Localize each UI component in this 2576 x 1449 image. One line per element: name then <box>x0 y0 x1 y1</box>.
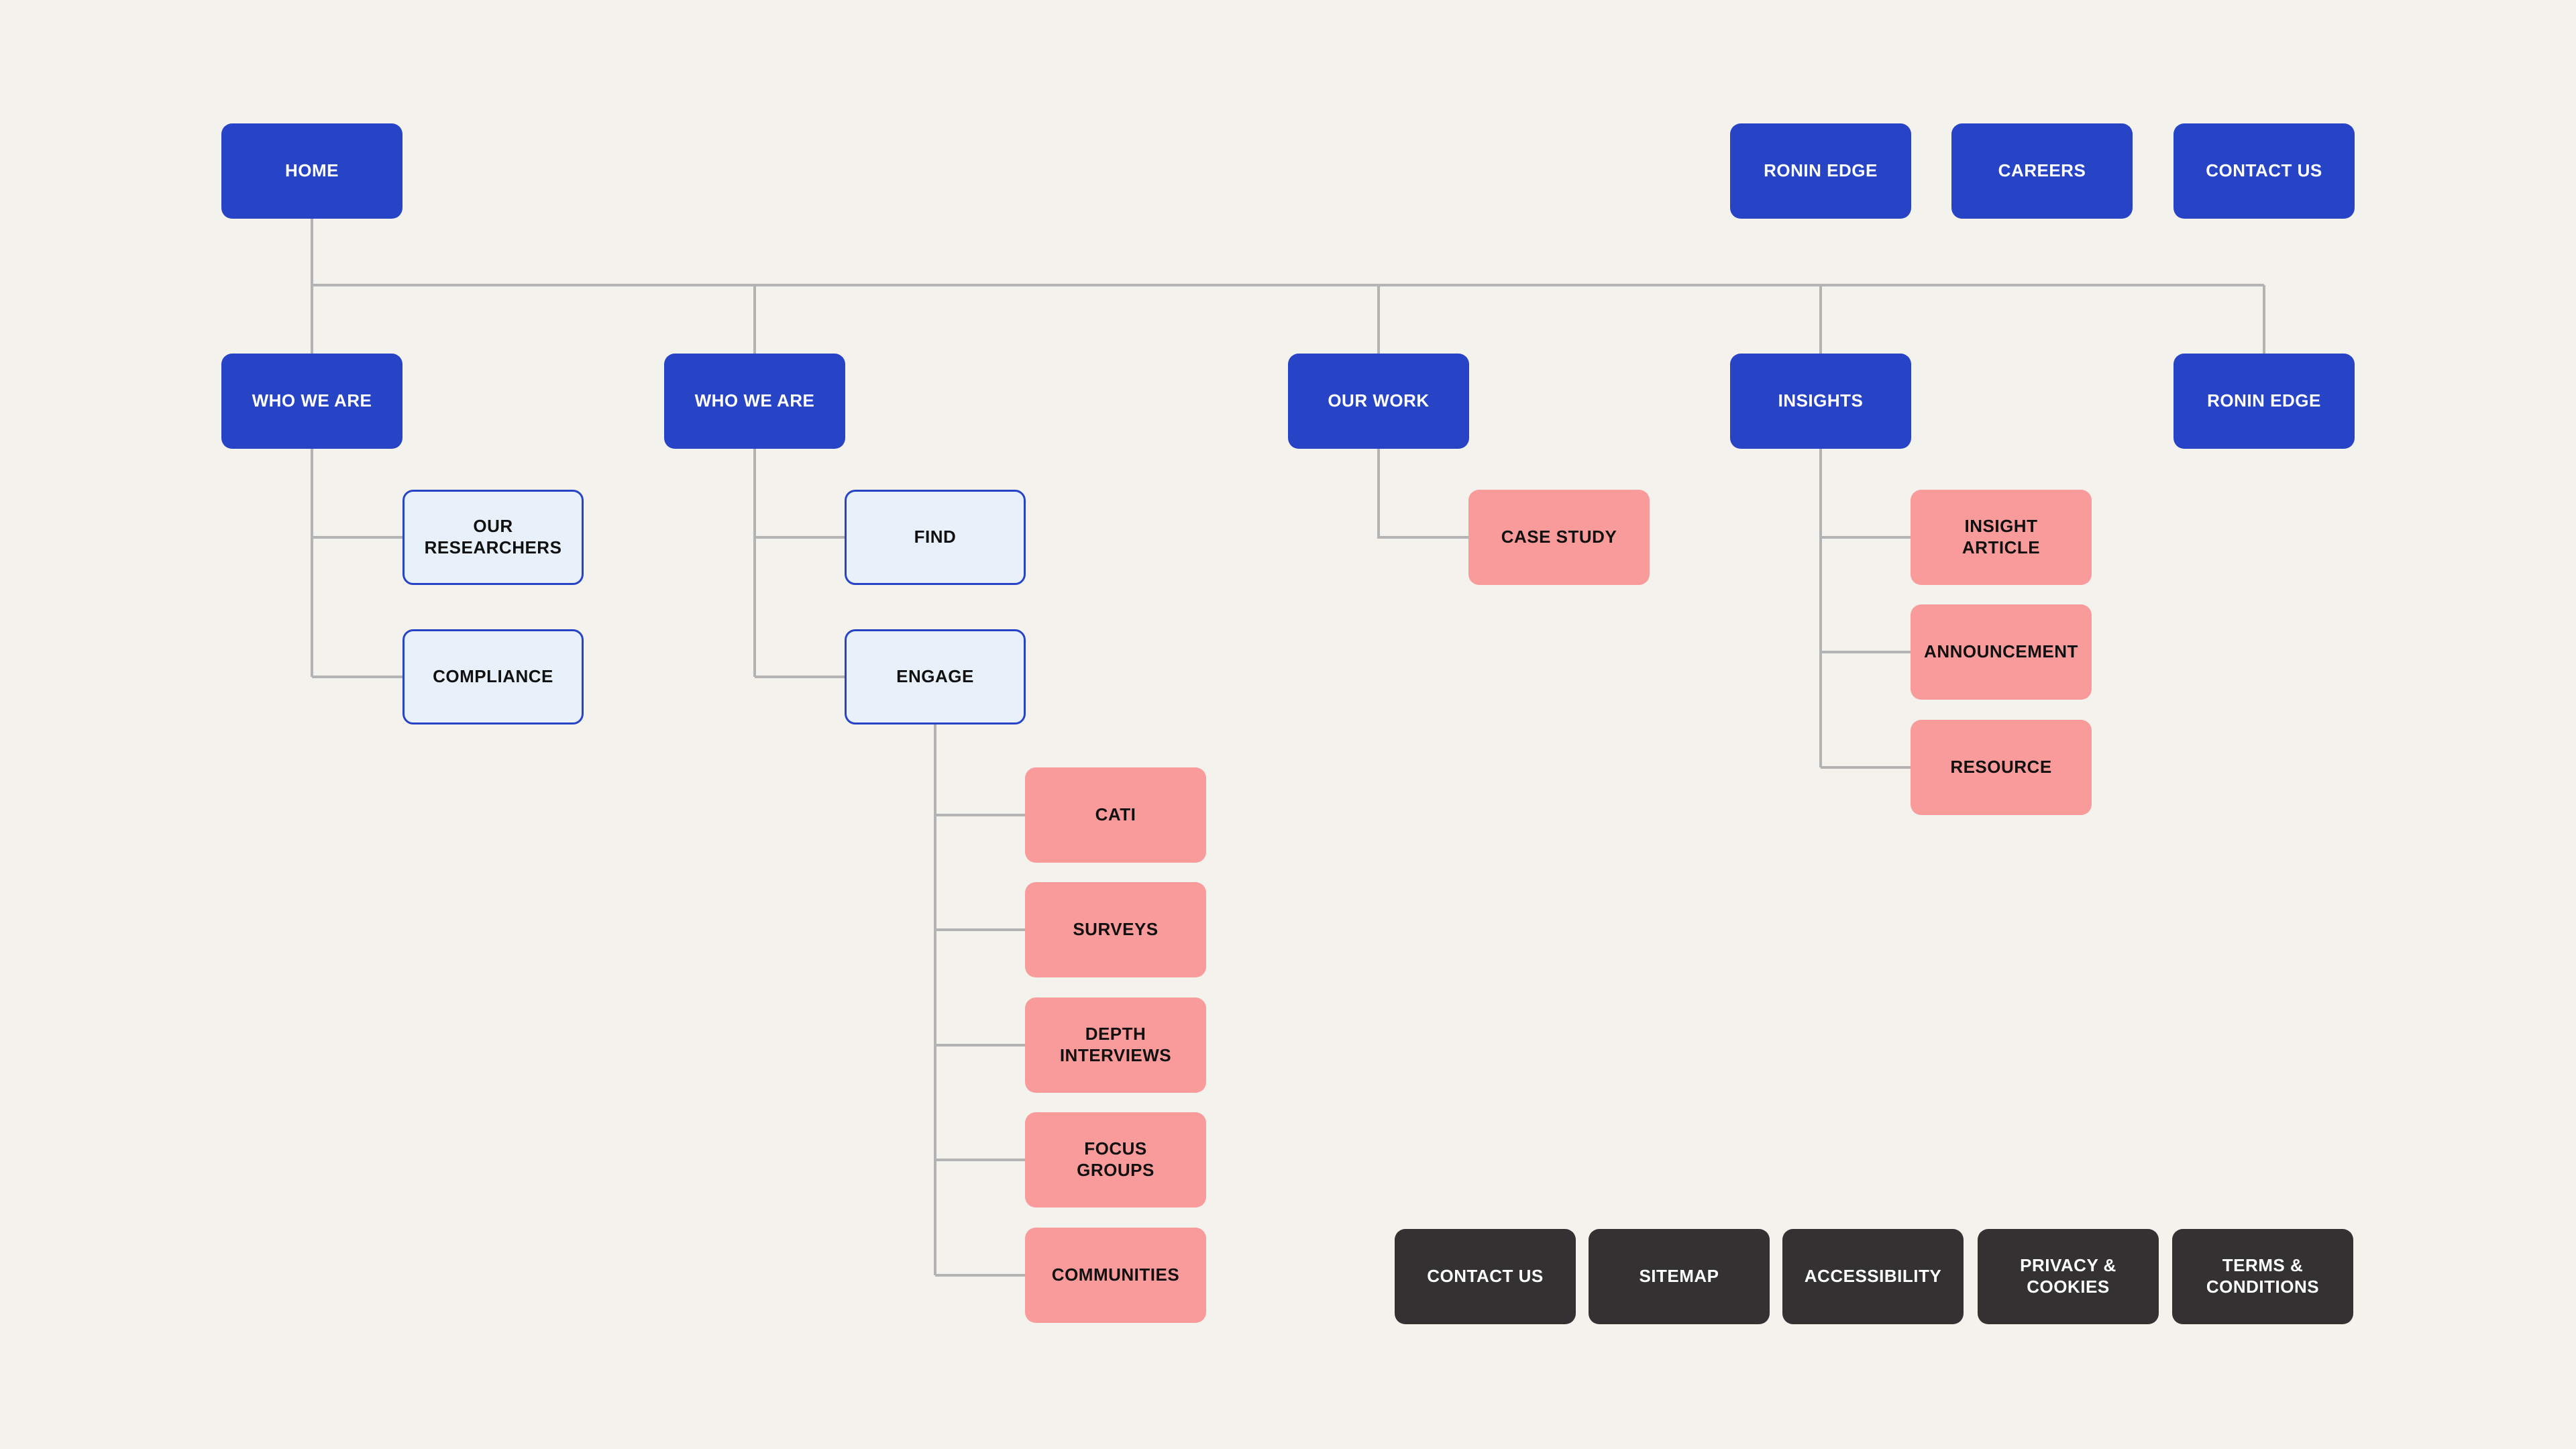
footer-link-contact-us[interactable]: CONTACT US <box>1395 1229 1576 1324</box>
node-who-we-are-2[interactable]: WHO WE ARE <box>664 354 845 449</box>
node-ronin-edge-top[interactable]: RONIN EDGE <box>1730 123 1911 219</box>
node-focus-groups[interactable]: FOCUS GROUPS <box>1025 1112 1206 1208</box>
node-home[interactable]: HOME <box>221 123 402 219</box>
footer-link-accessibility[interactable]: ACCESSIBILITY <box>1782 1229 1964 1324</box>
node-announcement[interactable]: ANNOUNCEMENT <box>1911 604 2092 700</box>
node-ronin-edge-2[interactable]: RONIN EDGE <box>2174 354 2355 449</box>
node-communities[interactable]: COMMUNITIES <box>1025 1228 1206 1323</box>
node-surveys[interactable]: SURVEYS <box>1025 882 1206 977</box>
node-insights[interactable]: INSIGHTS <box>1730 354 1911 449</box>
node-depth-interviews[interactable]: DEPTH INTERVIEWS <box>1025 998 1206 1093</box>
node-careers[interactable]: CAREERS <box>1951 123 2133 219</box>
node-resource[interactable]: RESOURCE <box>1911 720 2092 815</box>
node-insight-article[interactable]: INSIGHT ARTICLE <box>1911 490 2092 585</box>
node-find[interactable]: FIND <box>845 490 1026 585</box>
node-contact-us-top[interactable]: CONTACT US <box>2174 123 2355 219</box>
footer-link-privacy-cookies[interactable]: PRIVACY & COOKIES <box>1978 1229 2159 1324</box>
footer-link-sitemap[interactable]: SITEMAP <box>1589 1229 1770 1324</box>
node-case-study[interactable]: CASE STUDY <box>1468 490 1650 585</box>
node-compliance[interactable]: COMPLIANCE <box>402 629 584 724</box>
footer-link-terms-conditions[interactable]: TERMS & CONDITIONS <box>2172 1229 2353 1324</box>
node-who-we-are-1[interactable]: WHO WE ARE <box>221 354 402 449</box>
node-our-researchers[interactable]: OUR RESEARCHERS <box>402 490 584 585</box>
node-engage[interactable]: ENGAGE <box>845 629 1026 724</box>
node-cati[interactable]: CATI <box>1025 767 1206 863</box>
node-our-work[interactable]: OUR WORK <box>1288 354 1469 449</box>
